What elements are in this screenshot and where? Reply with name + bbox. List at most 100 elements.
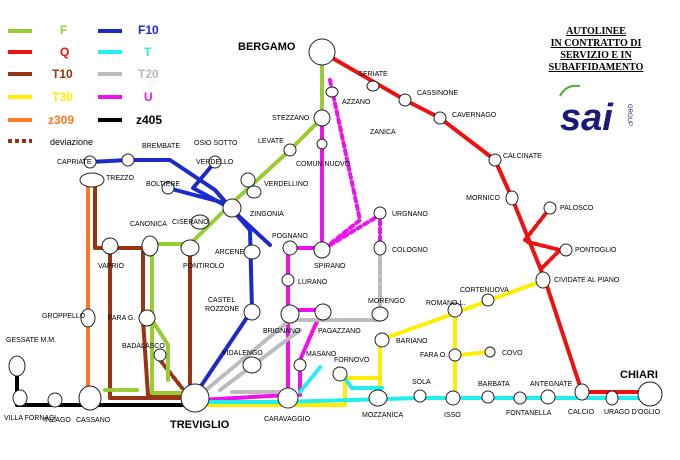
legend-label-u: U [144, 90, 153, 104]
station-caravaggio[interactable] [277, 387, 299, 409]
station-pontoglio[interactable] [559, 243, 573, 257]
station-cavernago[interactable] [433, 111, 447, 125]
label-trezzo: TREZZO [106, 175, 135, 182]
station-castel-rozzone[interactable] [243, 303, 261, 321]
station-azzano[interactable] [325, 86, 339, 98]
station-cologno[interactable] [373, 240, 387, 256]
station-pontirolo[interactable] [180, 239, 200, 257]
label-pagazzano: PAGAZZANO [318, 328, 361, 335]
stations [8, 38, 663, 413]
label-chiari: CHIARI [620, 369, 658, 381]
station-bariano[interactable] [374, 332, 390, 348]
station-vidalengo[interactable] [242, 356, 262, 374]
label-cortenuova: CORTENUOVA [460, 287, 509, 294]
station-isso[interactable] [445, 390, 461, 406]
station-lurano[interactable] [281, 273, 295, 287]
station-verdello[interactable] [240, 172, 256, 188]
route-q-palosco [523, 206, 552, 242]
label-brembate: BREMBATE [142, 143, 180, 150]
title-line-1: AUTOLINEE [566, 26, 626, 37]
legend-label-t: T [144, 45, 152, 59]
station-mozzanica[interactable] [368, 389, 388, 407]
label-covo: COVO [502, 350, 523, 357]
label-calcio: CALCIO [568, 409, 595, 416]
station-morengo[interactable] [371, 306, 389, 322]
label-verdellino: VERDELLINO [264, 181, 309, 188]
label-sola: SOLA [412, 379, 431, 386]
label-groppello: GROPPELLO [42, 313, 86, 320]
station-covo[interactable] [484, 346, 496, 358]
station-verdellino[interactable] [246, 185, 262, 199]
title-block: AUTOLINEE IN CONTRATTO DI SERVIZIO E IN … [549, 26, 644, 73]
route-t30-covo [458, 350, 490, 357]
label-fontanella: FONTANELLA [506, 410, 552, 417]
station-fara-o[interactable] [448, 348, 462, 362]
station-boltiere[interactable] [161, 181, 175, 195]
station-trezzo[interactable] [79, 172, 105, 188]
station-osio-sotto[interactable] [208, 155, 222, 169]
route-f-branch [150, 318, 170, 382]
station-antegnate[interactable] [540, 389, 556, 405]
label-zanica: ZANICA [370, 129, 396, 136]
station-fara-g[interactable] [138, 309, 156, 327]
station-cortenuova[interactable] [481, 293, 495, 307]
station-cassano[interactable] [78, 385, 102, 411]
station-sola[interactable] [413, 389, 427, 403]
station-cividate[interactable] [535, 271, 551, 289]
station-palosco[interactable] [543, 201, 557, 215]
station-chiari[interactable] [637, 381, 663, 407]
station-canonica[interactable] [141, 235, 159, 257]
station-ciserano[interactable] [190, 214, 210, 230]
station-urago[interactable] [605, 390, 619, 406]
station-spirano[interactable] [313, 241, 331, 259]
station-arcene[interactable] [243, 244, 261, 260]
station-calcinate[interactable] [488, 153, 502, 167]
station-brignano[interactable] [280, 304, 300, 324]
station-barbata[interactable] [481, 390, 495, 404]
station-mornico[interactable] [505, 190, 519, 206]
route-t-masano [298, 363, 324, 394]
station-masano[interactable] [293, 358, 307, 372]
station-pognano[interactable] [282, 240, 298, 256]
route-t10-a [86, 180, 152, 250]
station-brembate[interactable] [121, 153, 135, 167]
label-pontirolo: PONTIROLO [183, 263, 225, 270]
label-barbata: BARBATA [478, 381, 510, 388]
station-groppello[interactable] [80, 308, 96, 328]
label-pognano: POGNANO [272, 233, 308, 240]
station-gessate[interactable] [8, 355, 26, 377]
station-romano[interactable] [447, 302, 463, 318]
label-caravaggio: CARAVAGGIO [264, 416, 311, 423]
station-seriate[interactable] [366, 80, 380, 92]
station-bergamo[interactable] [308, 38, 336, 66]
label-seriate: SERIATE [358, 71, 388, 78]
station-zingonia[interactable] [222, 198, 242, 218]
legend-label-deviazione: deviazione [50, 137, 93, 147]
label-zingonia: ZINGONIA [250, 211, 284, 218]
label-masano: MASANO [306, 351, 337, 358]
station-fornovo[interactable] [332, 366, 348, 382]
label-bariano: BARIANO [396, 338, 428, 345]
station-stezzano[interactable] [313, 109, 331, 127]
station-inzago[interactable] [47, 392, 63, 408]
label-inzago: INZAGO [44, 417, 71, 424]
station-badalasco[interactable] [153, 348, 167, 362]
station-comun-nuovo[interactable] [316, 138, 328, 150]
label-cavernago: CAVERNAGO [452, 112, 497, 119]
title-line-4: SUBAFFIDAMENTO [549, 62, 644, 73]
station-fontanella[interactable] [513, 391, 527, 405]
station-labels: BERGAMO SERIATE CASSINONE CAVERNAGO CALC… [4, 41, 661, 431]
sai-group-logo: sai GROUP [559, 84, 632, 139]
station-urgnano[interactable] [373, 206, 387, 220]
legend-label-t10: T10 [52, 67, 73, 81]
label-cividate: CIVIDATE AL PIANO [554, 277, 620, 284]
station-pagazzano[interactable] [314, 303, 332, 321]
route-t10-deviazione [158, 358, 184, 390]
station-villa-fornaci[interactable] [12, 389, 28, 407]
station-vaprio[interactable] [101, 237, 119, 255]
station-treviglio[interactable] [180, 383, 210, 413]
station-levate[interactable] [283, 143, 297, 157]
station-calcio[interactable] [574, 383, 590, 401]
station-capriate[interactable] [83, 155, 97, 169]
station-cassinone[interactable] [398, 93, 412, 107]
